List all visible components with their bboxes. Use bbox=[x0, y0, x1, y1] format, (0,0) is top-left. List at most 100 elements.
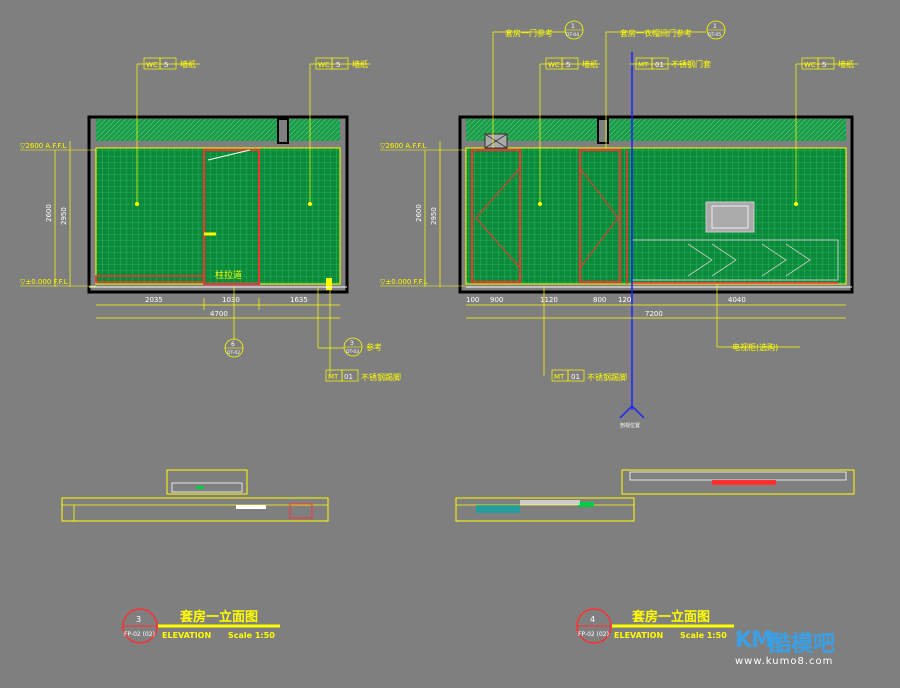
svg-text:MT: MT bbox=[328, 373, 339, 381]
svg-text:800: 800 bbox=[593, 296, 606, 304]
svg-text:01: 01 bbox=[571, 373, 580, 381]
tag-cabinet: 电视柜(选购) bbox=[716, 284, 800, 352]
svg-text:100: 100 bbox=[466, 296, 479, 304]
svg-text:WC: WC bbox=[804, 61, 816, 69]
svg-text:7200: 7200 bbox=[645, 310, 663, 318]
svg-text:WC: WC bbox=[318, 61, 330, 69]
tag-section-3: 3 DT-03 参考 bbox=[317, 287, 382, 357]
svg-text:6: 6 bbox=[231, 341, 235, 348]
dim-outer-label: 2950 bbox=[60, 207, 68, 225]
tag-wallpaper-2: WC 5 墙纸 bbox=[308, 57, 370, 206]
svg-text:5: 5 bbox=[822, 61, 826, 69]
svg-text:Scale 1:50: Scale 1:50 bbox=[228, 631, 275, 640]
svg-text:墙纸: 墙纸 bbox=[352, 59, 368, 69]
svg-text:4040: 4040 bbox=[728, 296, 746, 304]
watermark-logo: KM bbox=[735, 628, 773, 653]
svg-text:DT-04: DT-04 bbox=[566, 32, 579, 38]
title-block-left: 3 FP-02 (02) 套房一立面图 ELEVATION Scale 1:50 bbox=[122, 608, 280, 644]
svg-text:DT-03: DT-03 bbox=[346, 349, 359, 355]
elevation-left: 柱拉道 ▽2600 A.F.F.L ▽±0.000 F.F.L 2600 295… bbox=[20, 57, 401, 382]
svg-text:参考: 参考 bbox=[366, 342, 382, 352]
tag-wallpaper-r1: WC 5 墙纸 bbox=[538, 57, 600, 206]
ceiling-bulkhead bbox=[96, 119, 340, 141]
svg-text:ELEVATION: ELEVATION bbox=[614, 631, 663, 640]
watermark-url: www.kumo8.com bbox=[735, 656, 834, 667]
plan-left bbox=[61, 469, 329, 522]
level-top-label: ▽2600 A.F.F.L bbox=[20, 142, 67, 150]
svg-text:套房一衣帽间门参考: 套房一衣帽间门参考 bbox=[620, 28, 692, 38]
svg-text:1120: 1120 bbox=[540, 296, 558, 304]
tag-detail-6: 6 DT-02 bbox=[224, 286, 244, 358]
title-right-text: 套房一立面图 bbox=[631, 609, 710, 625]
svg-text:1: 1 bbox=[713, 23, 717, 30]
svg-text:不锈钢踢脚: 不锈钢踢脚 bbox=[587, 372, 627, 382]
svg-text:ELEVATION: ELEVATION bbox=[162, 631, 211, 640]
svg-text:墙纸: 墙纸 bbox=[582, 59, 598, 69]
watermark: KM 酷模吧 www.kumo8.com bbox=[735, 626, 855, 676]
tag-mt-skirting: MT 01 不锈钢踢脚 bbox=[325, 287, 401, 382]
svg-text:▽2600 A.F.F.L: ▽2600 A.F.F.L bbox=[380, 142, 427, 150]
tag-mt-doorcase: MT 01 不锈钢门套 bbox=[630, 57, 711, 70]
svg-text:FP-02 (02): FP-02 (02) bbox=[124, 631, 155, 638]
watermark-name: 酷模吧 bbox=[769, 632, 836, 657]
svg-text:电视柜(选购): 电视柜(选购) bbox=[732, 342, 778, 352]
elevation-frame-right bbox=[458, 115, 854, 294]
svg-text:MT: MT bbox=[554, 373, 565, 381]
svg-text:3: 3 bbox=[350, 340, 354, 347]
svg-text:不锈钢踢脚: 不锈钢踢脚 bbox=[361, 372, 401, 382]
skirting-marker bbox=[326, 278, 332, 290]
svg-text:WC: WC bbox=[146, 61, 158, 69]
ceiling-notch bbox=[277, 118, 289, 144]
dim-seg-2: 1030 bbox=[222, 296, 240, 304]
svg-text:5: 5 bbox=[164, 61, 168, 69]
door-frame bbox=[203, 149, 260, 285]
svg-text:1: 1 bbox=[571, 23, 575, 30]
svg-text:墙纸: 墙纸 bbox=[838, 59, 854, 69]
svg-text:01: 01 bbox=[344, 373, 353, 381]
dim-seg-1: 2035 bbox=[145, 296, 163, 304]
door-label: 柱拉道 bbox=[215, 269, 242, 281]
wallpaper-area bbox=[96, 148, 340, 284]
tag-door-ref: 套房一门参考 1 DT-04 bbox=[492, 20, 584, 148]
svg-text:WC: WC bbox=[548, 61, 560, 69]
svg-text:套房一门参考: 套房一门参考 bbox=[505, 28, 553, 38]
wallpaper-area-right bbox=[466, 148, 846, 284]
ceiling-bulkhead-right bbox=[466, 119, 846, 141]
svg-text:4: 4 bbox=[590, 615, 595, 624]
svg-text:2950: 2950 bbox=[430, 207, 438, 225]
svg-text:Scale 1:50: Scale 1:50 bbox=[680, 631, 727, 640]
tv-panel bbox=[705, 201, 755, 233]
tag-mt-skirting-right: MT 01 不锈钢踢脚 bbox=[543, 287, 627, 382]
plan-right bbox=[455, 469, 855, 522]
svg-text:不锈钢门套: 不锈钢门套 bbox=[671, 59, 711, 69]
elevation-right: 剖视位置 ▽2600 A.F.F.L ▽±0.000 F.F.L 2600 29… bbox=[380, 20, 858, 429]
section-mark-label: 剖视位置 bbox=[620, 422, 640, 429]
svg-text:DT-02: DT-02 bbox=[227, 350, 240, 356]
elevation-frame bbox=[87, 115, 349, 294]
dim-total: 4700 bbox=[210, 310, 228, 318]
svg-text:3: 3 bbox=[136, 615, 141, 624]
tag-wallpaper-1: WC 5 墙纸 bbox=[135, 57, 200, 206]
dim-seg-3: 1635 bbox=[290, 296, 308, 304]
tag-closet-door-ref: 套房一衣帽间门参考 1 DT-05 bbox=[605, 20, 726, 148]
svg-text:900: 900 bbox=[490, 296, 503, 304]
svg-text:5: 5 bbox=[336, 61, 340, 69]
svg-text:MT: MT bbox=[638, 61, 649, 69]
svg-text:墙纸: 墙纸 bbox=[180, 59, 196, 69]
dim-inner-label: 2600 bbox=[45, 204, 53, 222]
title-block-right: 4 FP-02 (02) 套房一立面图 ELEVATION Scale 1:50 bbox=[576, 608, 734, 644]
door-swing bbox=[207, 149, 251, 161]
svg-text:DT-05: DT-05 bbox=[708, 32, 721, 38]
door-2 bbox=[579, 149, 621, 283]
svg-text:FP-02 (02): FP-02 (02) bbox=[578, 631, 609, 638]
svg-text:120: 120 bbox=[618, 296, 631, 304]
skirting-left bbox=[95, 275, 205, 283]
svg-text:5: 5 bbox=[566, 61, 570, 69]
level-bottom-label: ▽±0.000 F.F.L bbox=[20, 278, 68, 286]
title-left-text: 套房一立面图 bbox=[179, 609, 258, 625]
svg-text:▽±0.000 F.F.L: ▽±0.000 F.F.L bbox=[380, 278, 428, 286]
door-1 bbox=[471, 149, 521, 283]
svg-text:01: 01 bbox=[655, 61, 664, 69]
svg-text:2600: 2600 bbox=[415, 204, 423, 222]
